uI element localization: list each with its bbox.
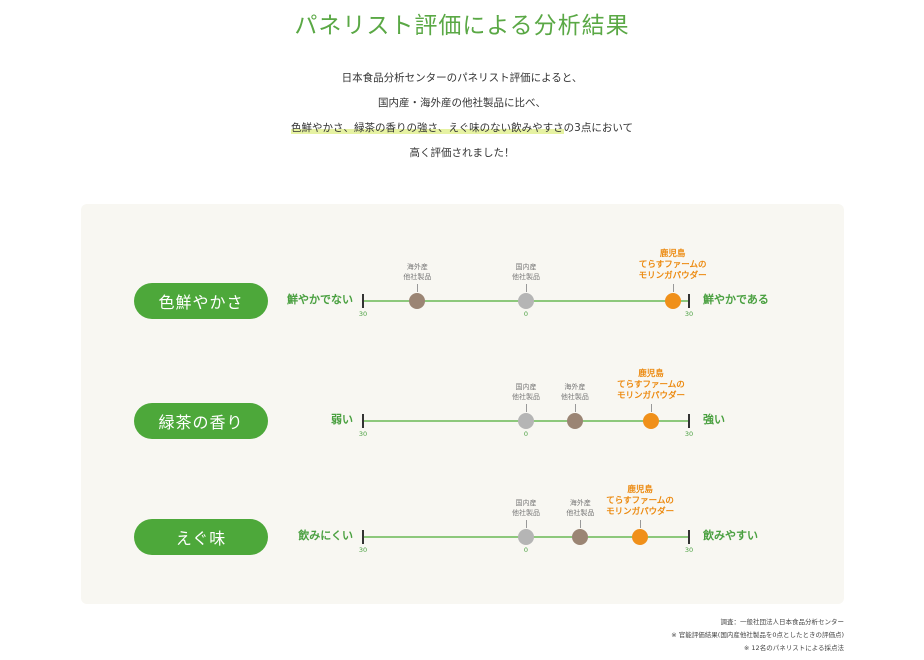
axis-tick	[688, 294, 690, 308]
footnote-1: ※ 官能評価結果(国内産他社製品を0点としたときの評価点)	[671, 631, 844, 639]
point-label-stem	[672, 284, 674, 292]
point-label-stem	[417, 284, 419, 292]
point-label: 海外産 他社製品	[566, 499, 595, 517]
point-label: 国内産 他社製品	[512, 263, 540, 281]
axis-tick	[362, 294, 364, 308]
tick-label: 30	[358, 430, 368, 438]
footnote-source: 調査：一般社団法人日本食品分析センター	[720, 618, 845, 626]
intro-text: 日本食品分析センターのパネリスト評価によると、 国内産・海外産の他社製品に比べ、…	[0, 66, 924, 166]
intro-highlight: 色鮮やかさ、緑茶の香りの強さ、えぐ味のない飲みやすさ	[290, 122, 564, 134]
tick-label: 0	[523, 430, 529, 438]
intro-line-4: 高く評価されました！	[409, 147, 515, 159]
tick-label: 30	[684, 546, 694, 554]
left-end-label: 弱い	[331, 413, 353, 426]
intro-line-3-rest: の3点において	[563, 122, 634, 134]
left-end-label: 飲みにくい	[298, 529, 353, 542]
axis-tick	[688, 414, 690, 428]
data-point	[642, 413, 659, 429]
data-point	[409, 293, 426, 309]
data-point	[572, 529, 589, 545]
point-label: 海外産 他社製品	[403, 263, 432, 281]
right-end-label: 飲みやすい	[703, 529, 758, 542]
axis-tick	[362, 530, 364, 544]
data-point	[518, 529, 534, 545]
tick-label: 0	[523, 546, 529, 554]
right-end-label: 鮮やかである	[703, 293, 769, 306]
point-label-stem	[650, 404, 652, 412]
axis-tick	[362, 414, 364, 428]
point-label-stem	[640, 520, 642, 528]
tick-label: 30	[358, 546, 368, 554]
tick-label: 30	[684, 430, 694, 438]
intro-line-2: 国内産・海外産の他社製品に比べ、	[378, 97, 546, 109]
point-label-stem	[526, 404, 527, 412]
tick-label: 30	[684, 310, 694, 318]
right-end-label: 強い	[703, 413, 725, 426]
point-label: 鹿児島 てらすファームの モリンガパウダー	[606, 485, 675, 517]
tick-label: 0	[523, 310, 529, 318]
point-label: 国内産 他社製品	[512, 499, 540, 517]
point-label: 鹿児島 てらすファームの モリンガパウダー	[616, 369, 685, 401]
left-end-label: 鮮やかでない	[287, 293, 353, 306]
page-title: パネリスト評価による分析結果	[294, 13, 630, 39]
category-pill: 色鮮やかさ	[134, 283, 268, 319]
data-point	[632, 529, 649, 545]
data-point	[664, 293, 681, 309]
point-label-stem	[526, 284, 527, 292]
point-label: 国内産 他社製品	[512, 383, 540, 401]
point-label: 鹿児島 てらすファームの モリンガパウダー	[638, 249, 707, 281]
data-point	[566, 413, 583, 429]
footnote-2: ※ 12名のパネリストによる採点法	[743, 644, 844, 652]
data-point	[518, 293, 534, 309]
data-point	[518, 413, 534, 429]
point-label-stem	[526, 520, 527, 528]
intro-line-3: 色鮮やかさ、緑茶の香りの強さ、えぐ味のない飲みやすさの3点において	[0, 116, 924, 141]
category-pill: 緑茶の香り	[134, 403, 268, 439]
category-pill: えぐ味	[134, 519, 268, 555]
intro-line-1: 日本食品分析センターのパネリスト評価によると、	[341, 72, 583, 84]
point-label-stem	[580, 520, 582, 528]
point-label: 海外産 他社製品	[560, 383, 589, 401]
axis-tick	[688, 530, 690, 544]
tick-label: 30	[358, 310, 368, 318]
point-label-stem	[574, 404, 576, 412]
